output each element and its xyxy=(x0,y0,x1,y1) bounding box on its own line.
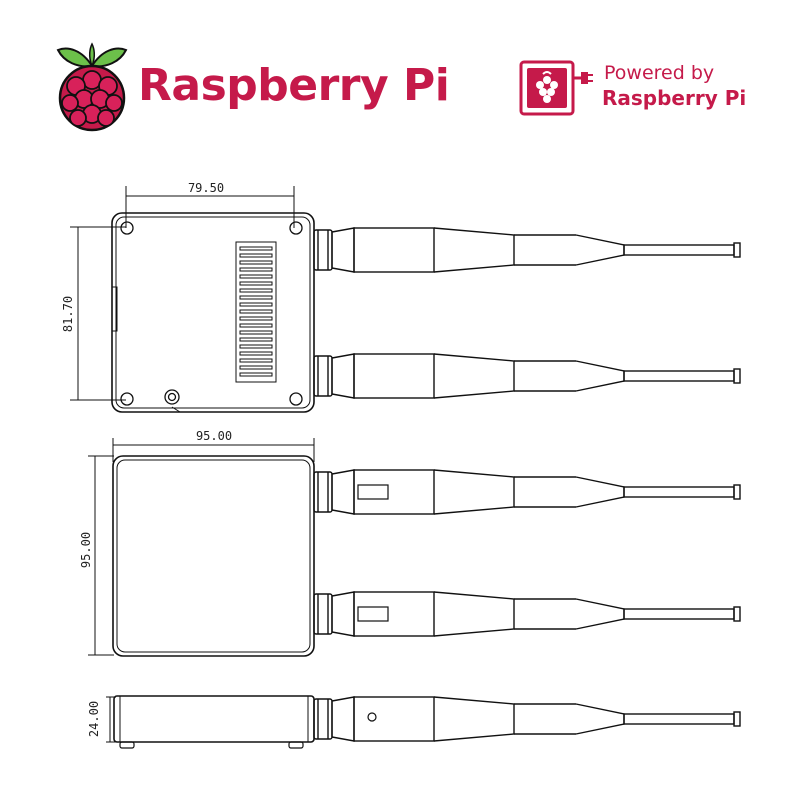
powered-by-badge: Powered by Raspberry Pi xyxy=(519,58,769,118)
raspberry-badge-icon xyxy=(519,60,593,116)
dim-top-width: 79.50 xyxy=(188,181,224,195)
antenna-front-2 xyxy=(313,591,741,637)
brand-header: Raspberry Pi xyxy=(52,40,452,132)
dim-top-height: 81.70 xyxy=(61,296,75,332)
antenna-top-1 xyxy=(313,227,741,273)
dim-front-height: 95.00 xyxy=(79,532,93,568)
badge-powered-by-text: Powered by xyxy=(604,62,715,84)
side-view: 24.00 xyxy=(87,695,741,749)
front-view: 95.00 95.00 xyxy=(79,429,741,657)
brand-title: Raspberry Pi xyxy=(138,60,450,111)
top-view: 79.50 81.70 xyxy=(61,181,741,413)
antenna-front-1 xyxy=(313,469,741,515)
raspberry-logo-icon xyxy=(56,42,128,132)
dim-side-height: 24.00 xyxy=(87,701,101,737)
antenna-side xyxy=(313,696,741,742)
antenna-top-2 xyxy=(313,353,741,399)
badge-raspberry-pi-text: Raspberry Pi xyxy=(602,86,747,110)
dim-front-width: 95.00 xyxy=(196,429,232,443)
